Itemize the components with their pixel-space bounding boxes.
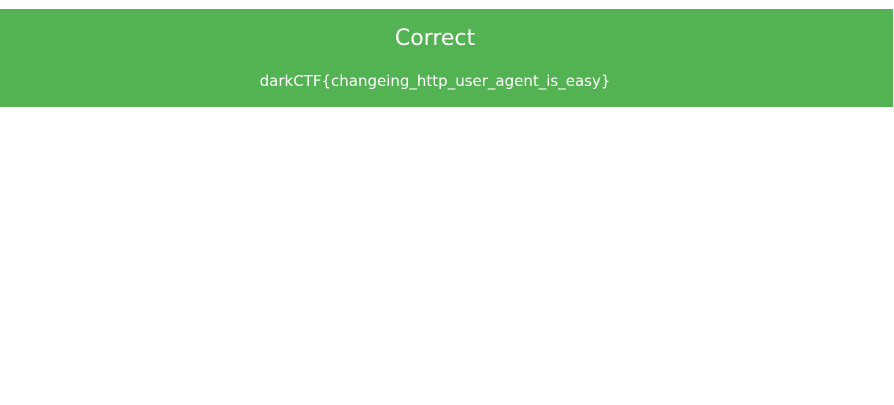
- success-banner: Correct darkCTF{changeing_http_user_agen…: [0, 9, 893, 107]
- flag-message: darkCTF{changeing_http_user_agent_is_eas…: [259, 72, 611, 90]
- banner-title: Correct: [394, 26, 476, 51]
